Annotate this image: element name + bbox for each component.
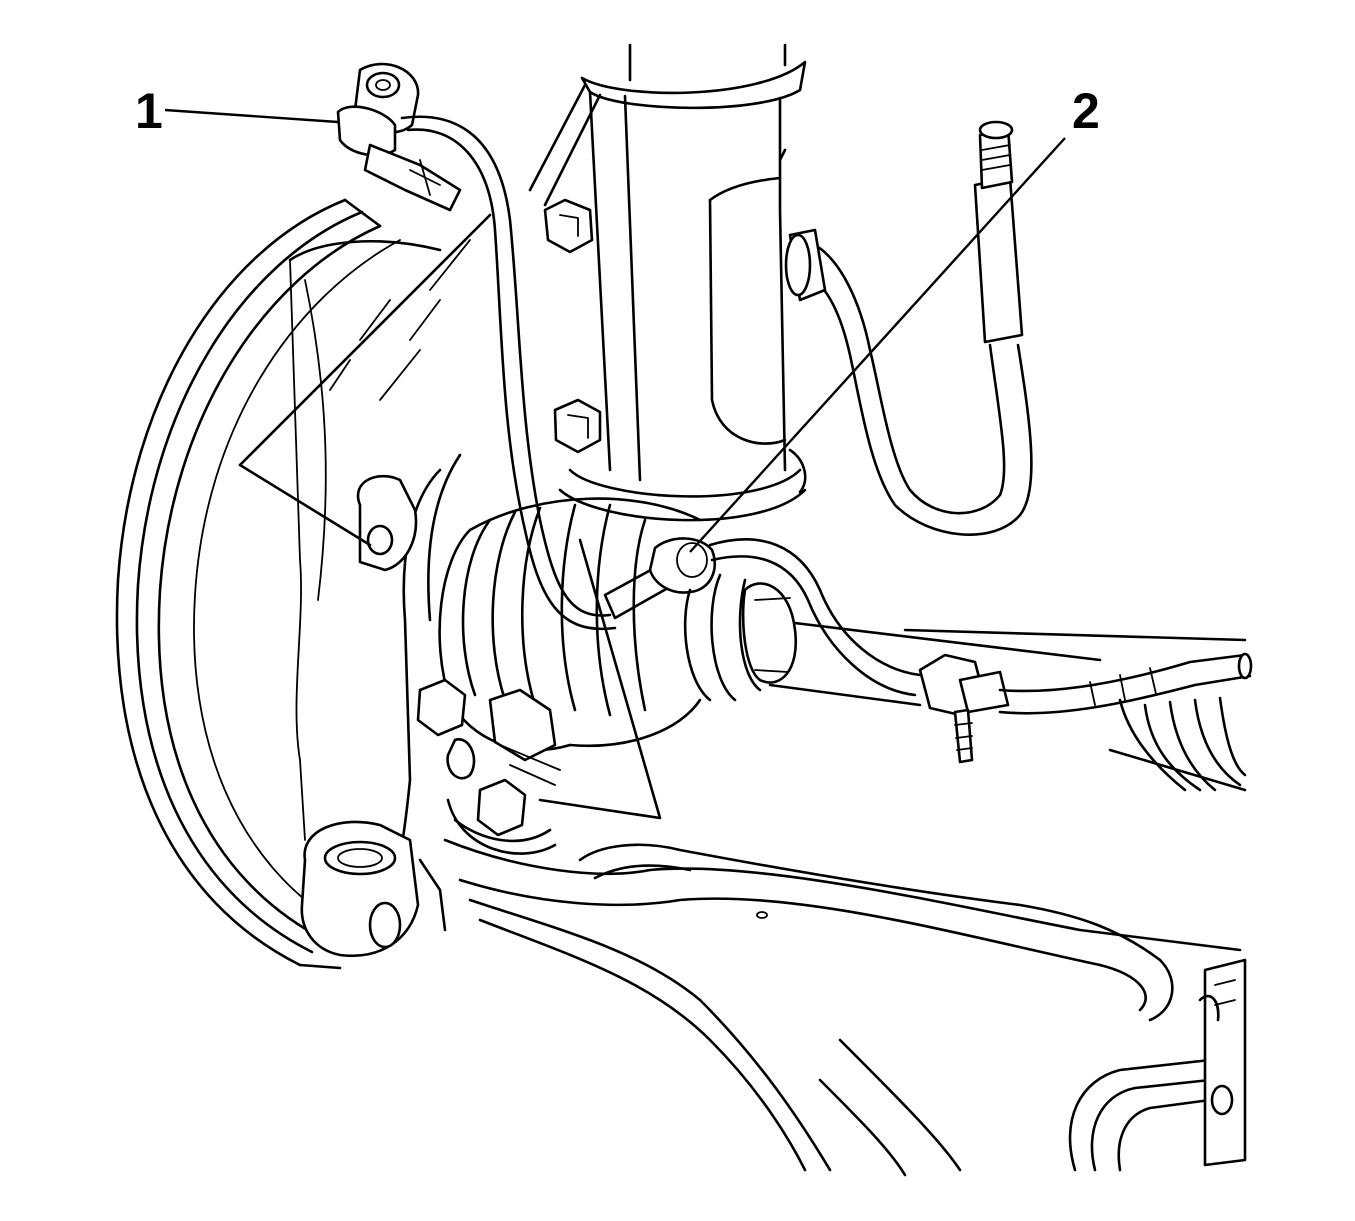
subframe [1068, 958, 1247, 1172]
cv-axle [438, 497, 1102, 820]
callout-1: 1 [135, 83, 339, 139]
callout-label-1: 1 [135, 83, 163, 139]
steering-knuckle [300, 453, 561, 958]
lower-control-arm [443, 838, 1242, 1177]
brake-hose [784, 120, 1033, 536]
callout-2: 2 [689, 83, 1100, 553]
harness-routing [238, 213, 492, 547]
brake-shield [115, 198, 442, 970]
strut-assembly [528, 43, 807, 522]
callout-label-2: 2 [1072, 83, 1100, 139]
wheel-speed-sensor-harness [336, 62, 1253, 764]
inner-cv-boot [903, 628, 1247, 792]
